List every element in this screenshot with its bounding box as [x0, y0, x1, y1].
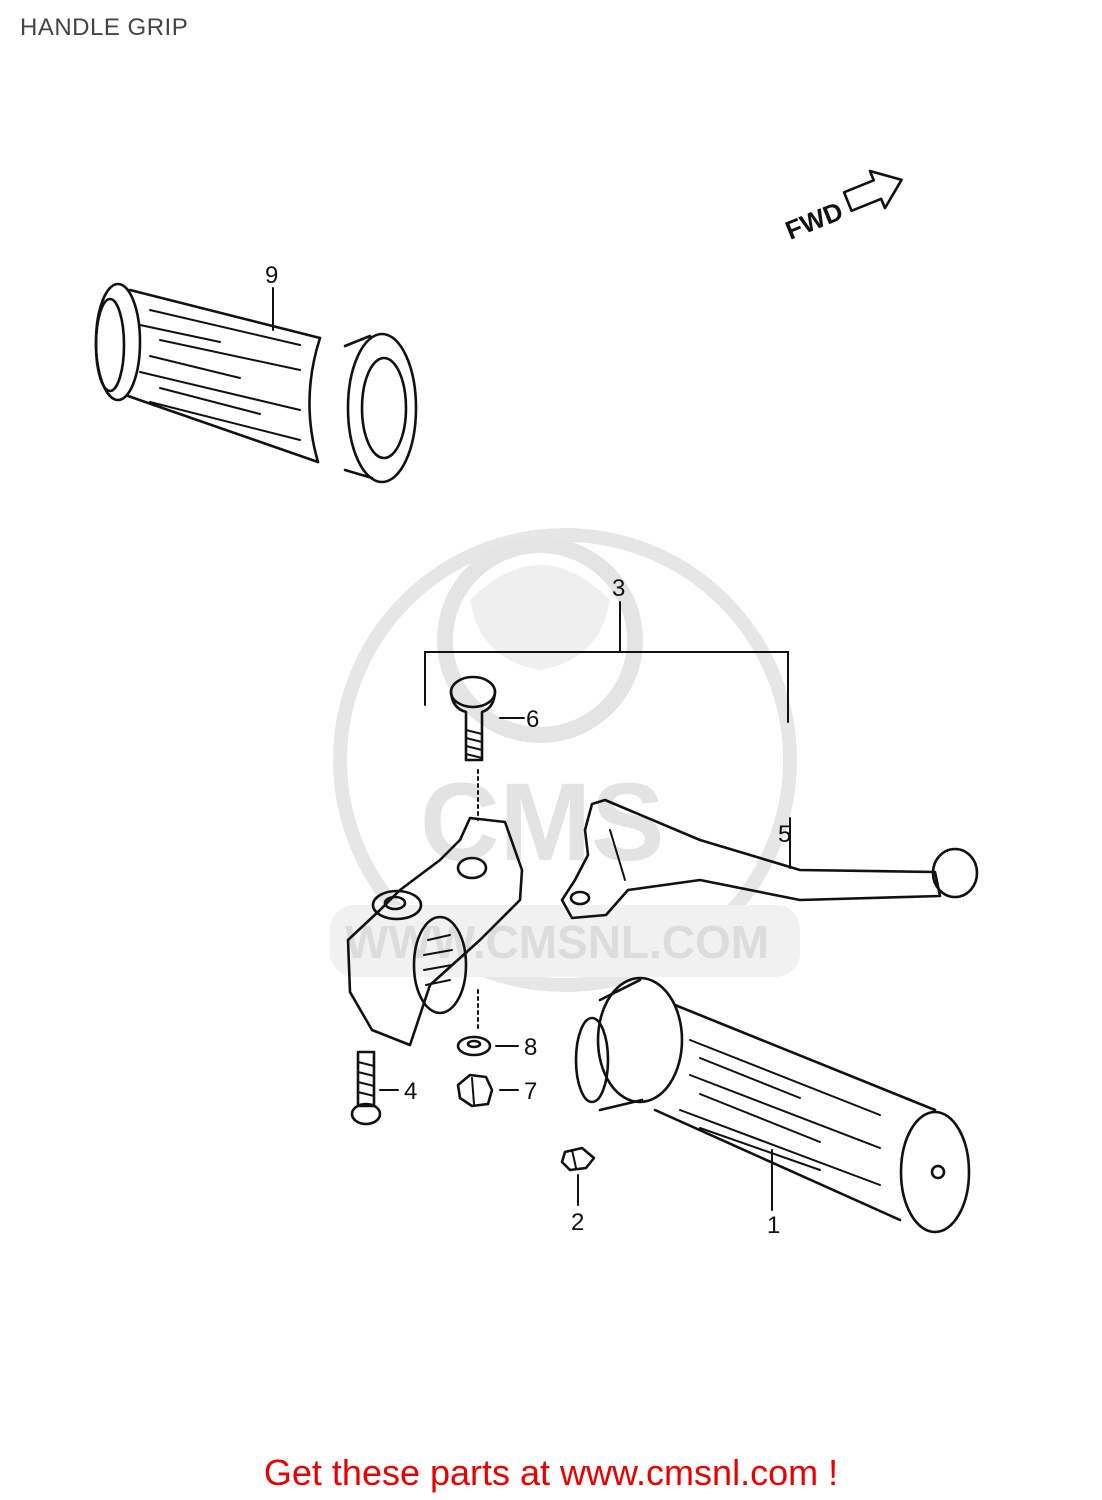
nut-drawing	[456, 1073, 519, 1108]
callout-3: 3	[612, 575, 625, 602]
callout-1: 1	[767, 1212, 780, 1239]
lever-bracket-drawing	[346, 816, 524, 1047]
fwd-arrow-icon	[842, 169, 903, 213]
bolt-drawing	[350, 1050, 399, 1126]
watermark-url: WWW.CMSNL.COM	[345, 916, 769, 968]
cmsnl-watermark: CMS WWW.CMSNL.COM	[330, 528, 800, 992]
callout-2: 2	[571, 1209, 584, 1236]
callout-9: 9	[265, 262, 278, 289]
footer-link[interactable]: Get these parts at www.cmsnl.com !	[263, 1452, 839, 1493]
left-grip-drawing	[94, 282, 418, 484]
washer-drawing	[456, 1035, 519, 1057]
right-grip-drawing	[574, 976, 971, 1234]
watermark-logo-letters: CMS	[420, 761, 664, 884]
callout-6: 6	[526, 706, 539, 733]
callout-5: 5	[778, 821, 791, 848]
assembly-bracket	[424, 601, 789, 723]
callout-labels: 9 3 6 5 8 7 4 2 1	[265, 262, 791, 1239]
diagram-title: HANDLE GRIP	[20, 14, 189, 41]
lever-drawing	[560, 798, 979, 920]
callout-4: 4	[404, 1078, 417, 1105]
cap-drawing	[560, 1146, 596, 1206]
callout-8: 8	[524, 1034, 537, 1061]
pivot-bolt-drawing	[449, 675, 525, 821]
fwd-label: FWD	[781, 196, 847, 246]
callout-7: 7	[524, 1078, 537, 1105]
forward-direction-indicator: FWD	[781, 169, 903, 246]
